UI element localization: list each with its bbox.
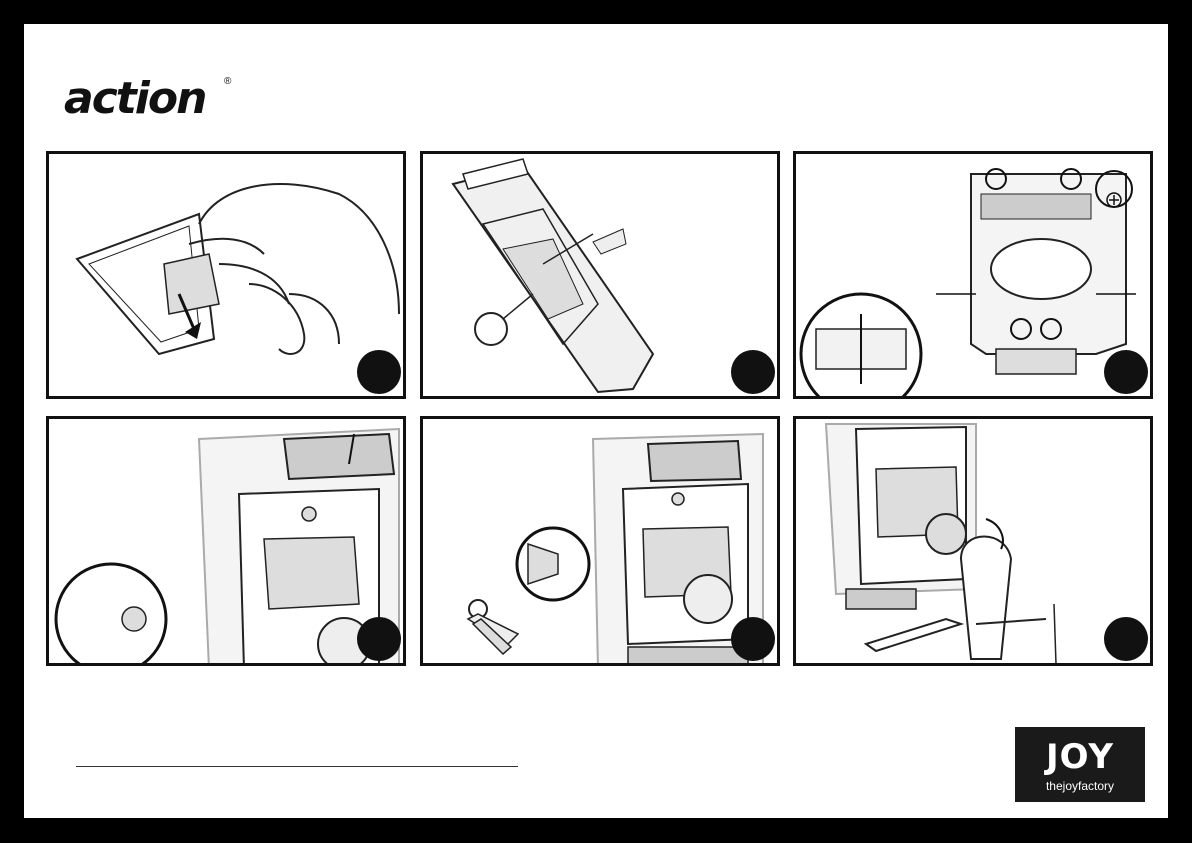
- brand-logo-text: action: [64, 72, 205, 126]
- joy-tagline: thejoyfactory: [1017, 779, 1143, 793]
- step-6-badge: [1104, 617, 1148, 661]
- registered-mark: ®: [224, 76, 231, 87]
- adjust-screws-illustration: [796, 154, 1153, 399]
- step-2-panel: [420, 151, 780, 399]
- footer-rule: [76, 766, 518, 767]
- step-2-badge: [731, 350, 775, 394]
- step-5-panel: [420, 416, 780, 666]
- step-4-badge: [357, 617, 401, 661]
- step-1-panel: [46, 151, 406, 399]
- step-3-badge: [1104, 350, 1148, 394]
- lock-key-illustration: [423, 419, 780, 666]
- step-5-badge: [731, 617, 775, 661]
- action-brand-logo: action ®: [64, 72, 234, 126]
- step-3-panel: [793, 151, 1153, 399]
- step-6-panel: [793, 416, 1153, 666]
- step-4-panel: [46, 416, 406, 666]
- step-1-badge: [357, 350, 401, 394]
- ball-mount-cradle-illustration: [423, 154, 780, 399]
- joy-factory-logo: JOY thejoyfactory: [1015, 727, 1145, 802]
- mount-arm-illustration: [796, 419, 1153, 666]
- insert-tablet-illustration: [49, 419, 406, 666]
- instruction-sheet: action ®: [24, 24, 1168, 818]
- peel-adhesive-illustration: [49, 154, 406, 399]
- joy-mark: JOY: [1017, 739, 1143, 775]
